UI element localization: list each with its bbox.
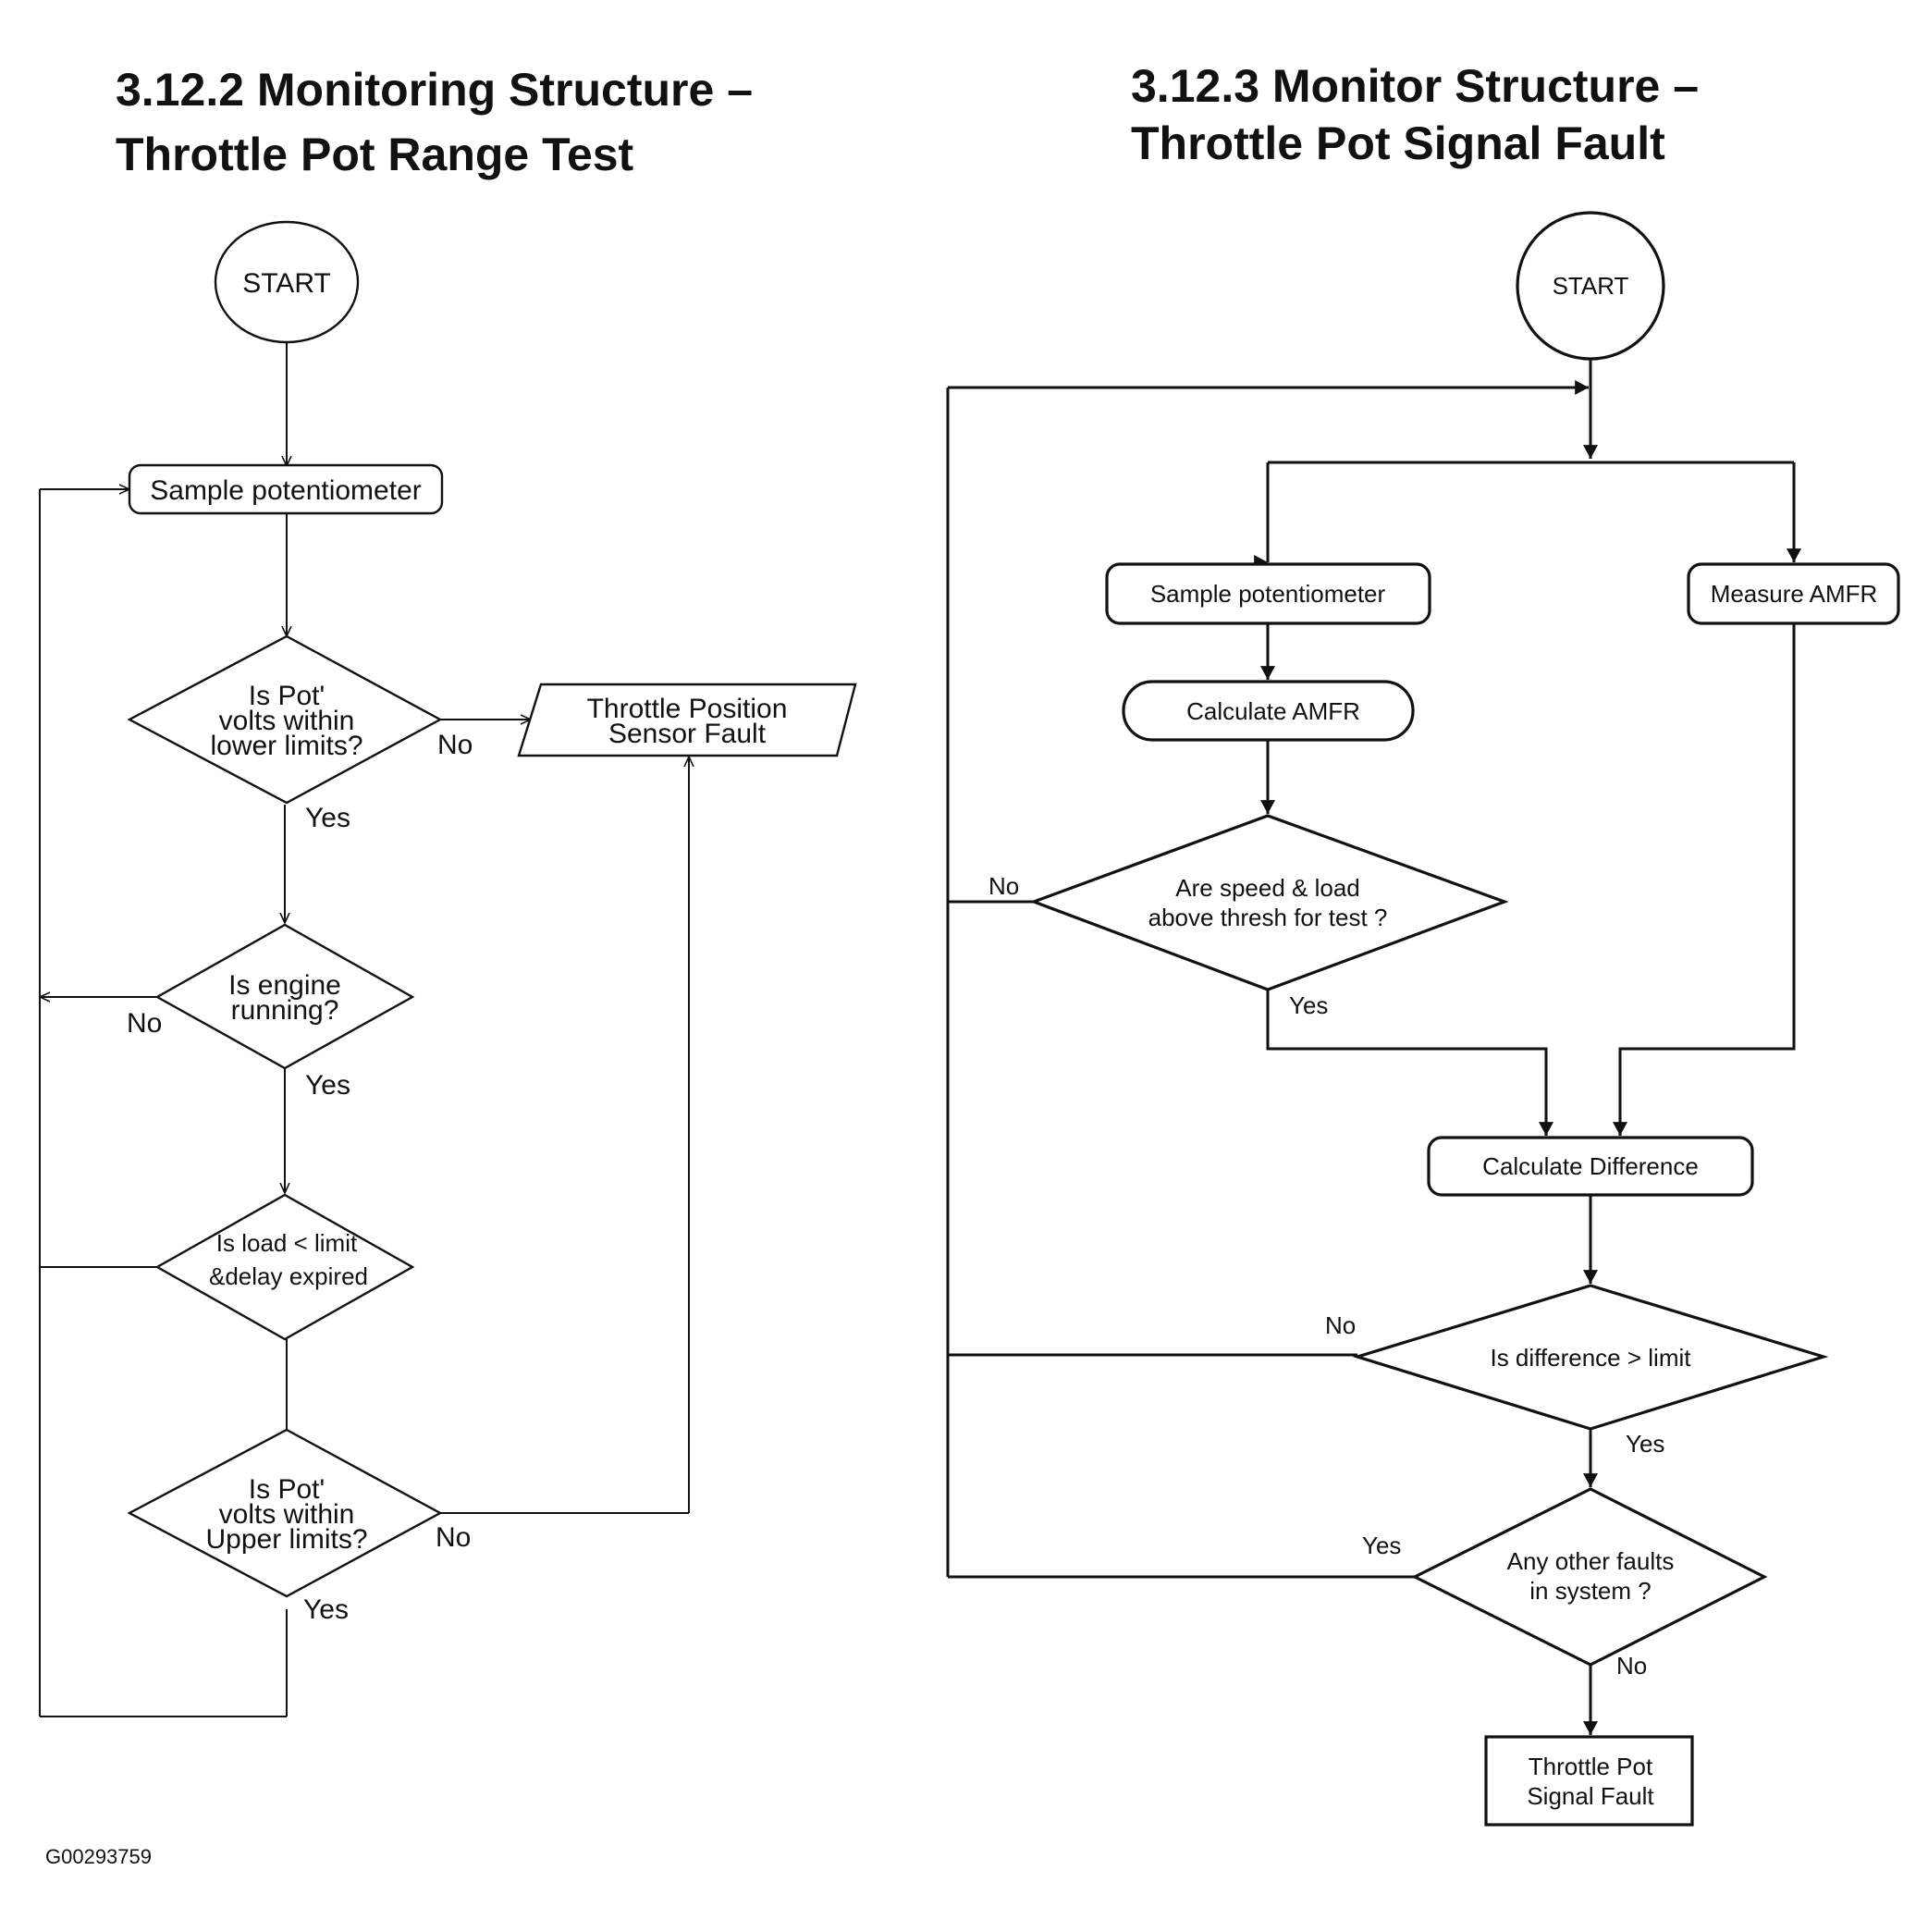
left-connectors <box>39 342 689 1717</box>
left-fault-line1: Throttle Position <box>587 694 788 724</box>
right-d2-yes-label: Yes <box>1626 1430 1664 1458</box>
right-decision-difference-limit-label: Is difference > limit <box>1490 1344 1691 1372</box>
left-d1-yes-label: Yes <box>305 803 350 833</box>
left-decision-engine-running <box>154 923 415 1070</box>
right-calculate-difference-box <box>1427 1136 1754 1197</box>
left-flowchart: 3.12.2 Monitoring Structure – Throttle P… <box>39 64 857 1717</box>
right-sample-potentiometer-box <box>1105 562 1431 625</box>
right-decision-speed-load-line2: above thresh for test ? <box>1148 904 1388 931</box>
left-d2-yes-label: Yes <box>305 1070 350 1101</box>
left-decision-load-limit-line2: &delay expired <box>209 1262 368 1290</box>
right-flowchart: 3.12.3 Monitor Structure – Throttle Pot … <box>946 60 1900 1827</box>
right-decision-other-faults <box>1411 1487 1768 1667</box>
left-fault-line2: Sensor Fault <box>608 719 767 749</box>
right-fault-line2: Signal Fault <box>1527 1782 1654 1810</box>
left-decision-upper-limits-line2: volts within <box>219 1499 355 1530</box>
left-d2-no-label: No <box>127 1008 162 1039</box>
right-sample-potentiometer-label: Sample potentiometer <box>1150 580 1386 608</box>
left-start-terminal <box>214 220 360 344</box>
right-calculate-amfr-box <box>1122 680 1415 742</box>
left-decision-load-limit-line1: Is load < limit <box>216 1229 358 1257</box>
right-decision-speed-load <box>1029 814 1509 991</box>
left-decision-lower-limits-line3: lower limits? <box>210 731 362 761</box>
right-d1-no-label: No <box>989 872 1019 900</box>
right-calculate-difference-label: Calculate Difference <box>1482 1152 1699 1180</box>
left-decision-upper-limits-line3: Upper limits? <box>205 1524 367 1555</box>
left-title-line1: 3.12.2 Monitoring Structure – <box>116 64 753 116</box>
right-start-label: START <box>1553 272 1629 300</box>
right-calculate-amfr-label: Calculate AMFR <box>1186 697 1360 725</box>
left-sample-potentiometer-label: Sample potentiometer <box>150 475 422 506</box>
left-decision-engine-running-line2: running? <box>231 995 339 1026</box>
right-measure-amfr-box <box>1687 562 1900 625</box>
left-start-label: START <box>242 268 331 299</box>
right-decision-other-faults-line2: in system ? <box>1529 1577 1652 1605</box>
left-decision-load-limit <box>154 1193 415 1341</box>
left-decision-lower-limits-line2: volts within <box>219 706 355 736</box>
left-decision-upper-limits-line1: Is Pot' <box>249 1474 325 1505</box>
right-decision-difference-limit <box>1352 1284 1829 1431</box>
right-title-line2: Throttle Pot Signal Fault <box>1131 117 1665 169</box>
right-decision-speed-load-line1: Are speed & load <box>1175 874 1359 902</box>
left-sample-potentiometer-box <box>128 463 444 515</box>
right-throttle-pot-signal-fault-box <box>1484 1735 1694 1827</box>
right-measure-amfr-label: Measure AMFR <box>1711 580 1878 608</box>
left-decision-engine-running-line1: Is engine <box>228 970 341 1001</box>
right-d2-no-label: No <box>1325 1311 1356 1339</box>
right-decision-other-faults-line1: Any other faults <box>1507 1547 1675 1575</box>
right-start-terminal <box>1516 211 1665 361</box>
left-decision-lower-limits-line1: Is Pot' <box>249 681 325 711</box>
right-fault-line1: Throttle Pot <box>1529 1753 1653 1780</box>
left-title-line2: Throttle Pot Range Test <box>116 129 634 180</box>
right-d3-yes-label: Yes <box>1362 1532 1401 1559</box>
right-title-line1: 3.12.3 Monitor Structure – <box>1131 60 1699 112</box>
left-decision-lower-limits <box>127 634 443 805</box>
left-d4-yes-label: Yes <box>303 1594 349 1625</box>
left-d1-no-label: No <box>437 730 473 760</box>
left-throttle-position-sensor-fault <box>517 683 857 757</box>
left-d4-no-label: No <box>436 1522 471 1553</box>
figure-code: G00293759 <box>45 1845 152 1868</box>
left-decision-upper-limits <box>127 1428 443 1598</box>
right-d3-no-label: No <box>1616 1652 1647 1680</box>
right-d1-yes-label: Yes <box>1289 991 1328 1019</box>
right-connectors <box>946 359 1801 1735</box>
